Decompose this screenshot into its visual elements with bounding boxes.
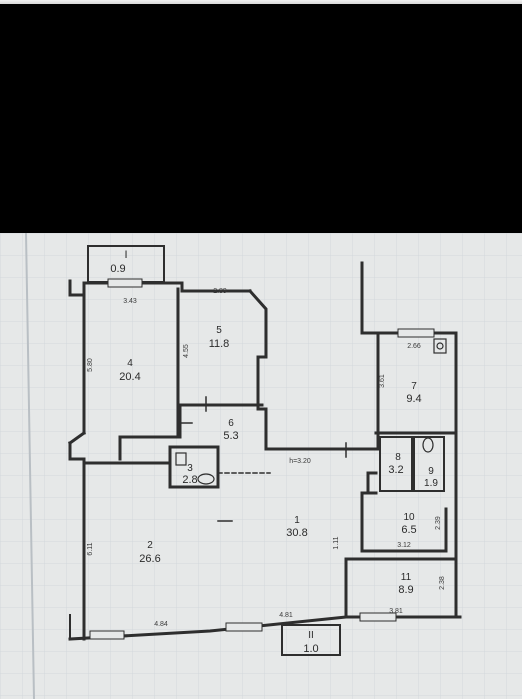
room-8-area: 3.2 [388,464,403,476]
room-1-number: 1 [294,515,300,526]
stove-icon [433,338,447,354]
balcony-2-number: II [308,630,314,641]
dimension-label: 2.39 [435,516,442,530]
room-7-number: 7 [411,381,417,392]
sink-icon [175,452,187,466]
room-9-number: 9 [428,466,434,477]
room-2-area: 26.6 [139,553,160,565]
dimension-label: 1.11 [333,536,340,549]
room-3-area: 2.8 [182,474,197,486]
walls [67,245,462,656]
dimension-labels: 3.43 2.89 5.80 4.55 2.66 3.61 h=3.20 6.1… [87,288,446,628]
room-6-number: 6 [228,418,234,429]
room-1-area: 30.8 [286,527,307,539]
room-10-area: 6.5 [401,524,416,536]
balcony-2-area: 1.0 [303,643,318,655]
dimension-label: 4.81 [279,612,293,619]
room-5-area: 11.8 [209,338,230,350]
dimension-label: 4.55 [183,344,190,358]
floor-plan-photo: I 0.9 4 20.4 5 11.8 6 5.3 3 2.8 2 26.6 1… [0,233,522,699]
windows [89,278,435,640]
room-10-number: 10 [403,512,415,523]
room-6-area: 5.3 [223,430,238,442]
toilet-icon [197,473,215,485]
room-11-number: 11 [401,572,412,583]
room-11-area: 8.9 [398,584,413,596]
ceiling-height-label: h=3.20 [289,458,311,465]
dimension-label: 4.84 [154,621,168,628]
stove-burner-icon [436,342,444,350]
balcony-1-number: I [124,249,127,261]
room-7-area: 9.4 [406,393,421,405]
room-labels: I 0.9 4 20.4 5 11.8 6 5.3 3 2.8 2 26.6 1… [110,249,438,655]
room-8-number: 8 [395,452,401,463]
floor-plan: I 0.9 4 20.4 5 11.8 6 5.3 3 2.8 2 26.6 1… [0,233,522,699]
fixtures [175,338,447,485]
dimension-label: 2.66 [407,343,421,350]
room-3-number: 3 [187,463,193,474]
balcony-1-area: 0.9 [110,263,125,275]
dimension-label: 3.43 [123,298,137,305]
dimension-label: 6.11 [87,542,94,555]
top-edge-strip [0,0,522,4]
toilet-icon [422,437,434,453]
room-5-number: 5 [216,325,222,336]
room-2-number: 2 [147,540,153,551]
dimension-label: 3.81 [389,608,403,615]
room-4-number: 4 [127,358,133,369]
dimension-label: 2.38 [439,576,446,590]
room-4-area: 20.4 [119,371,140,383]
dimension-label: 5.80 [87,358,94,372]
dimension-label: 3.12 [397,542,411,549]
dimension-label: 2.89 [213,288,227,295]
room-9-area: 1.9 [424,478,438,489]
dimension-label: 3.61 [379,374,386,388]
